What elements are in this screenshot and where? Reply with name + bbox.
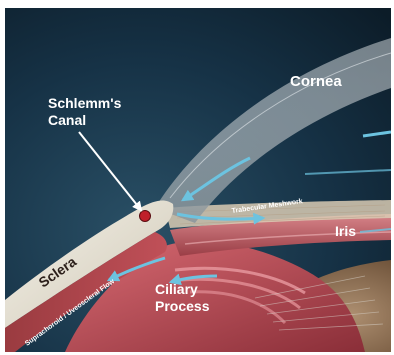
label-schlemms-canal-line2: Canal bbox=[48, 112, 86, 128]
eye-anatomy-illustration: Schlemm's Canal Cornea Trabecular Meshwo… bbox=[5, 8, 391, 352]
label-cornea: Cornea bbox=[290, 73, 342, 90]
label-ciliary-process-line1: Ciliary bbox=[155, 281, 198, 297]
label-iris: Iris bbox=[335, 223, 356, 239]
label-schlemms-canal-line1: Schlemm's bbox=[48, 95, 122, 111]
label-ciliary-process-line2: Process bbox=[155, 298, 210, 314]
schlemms-canal-marker bbox=[140, 211, 151, 222]
